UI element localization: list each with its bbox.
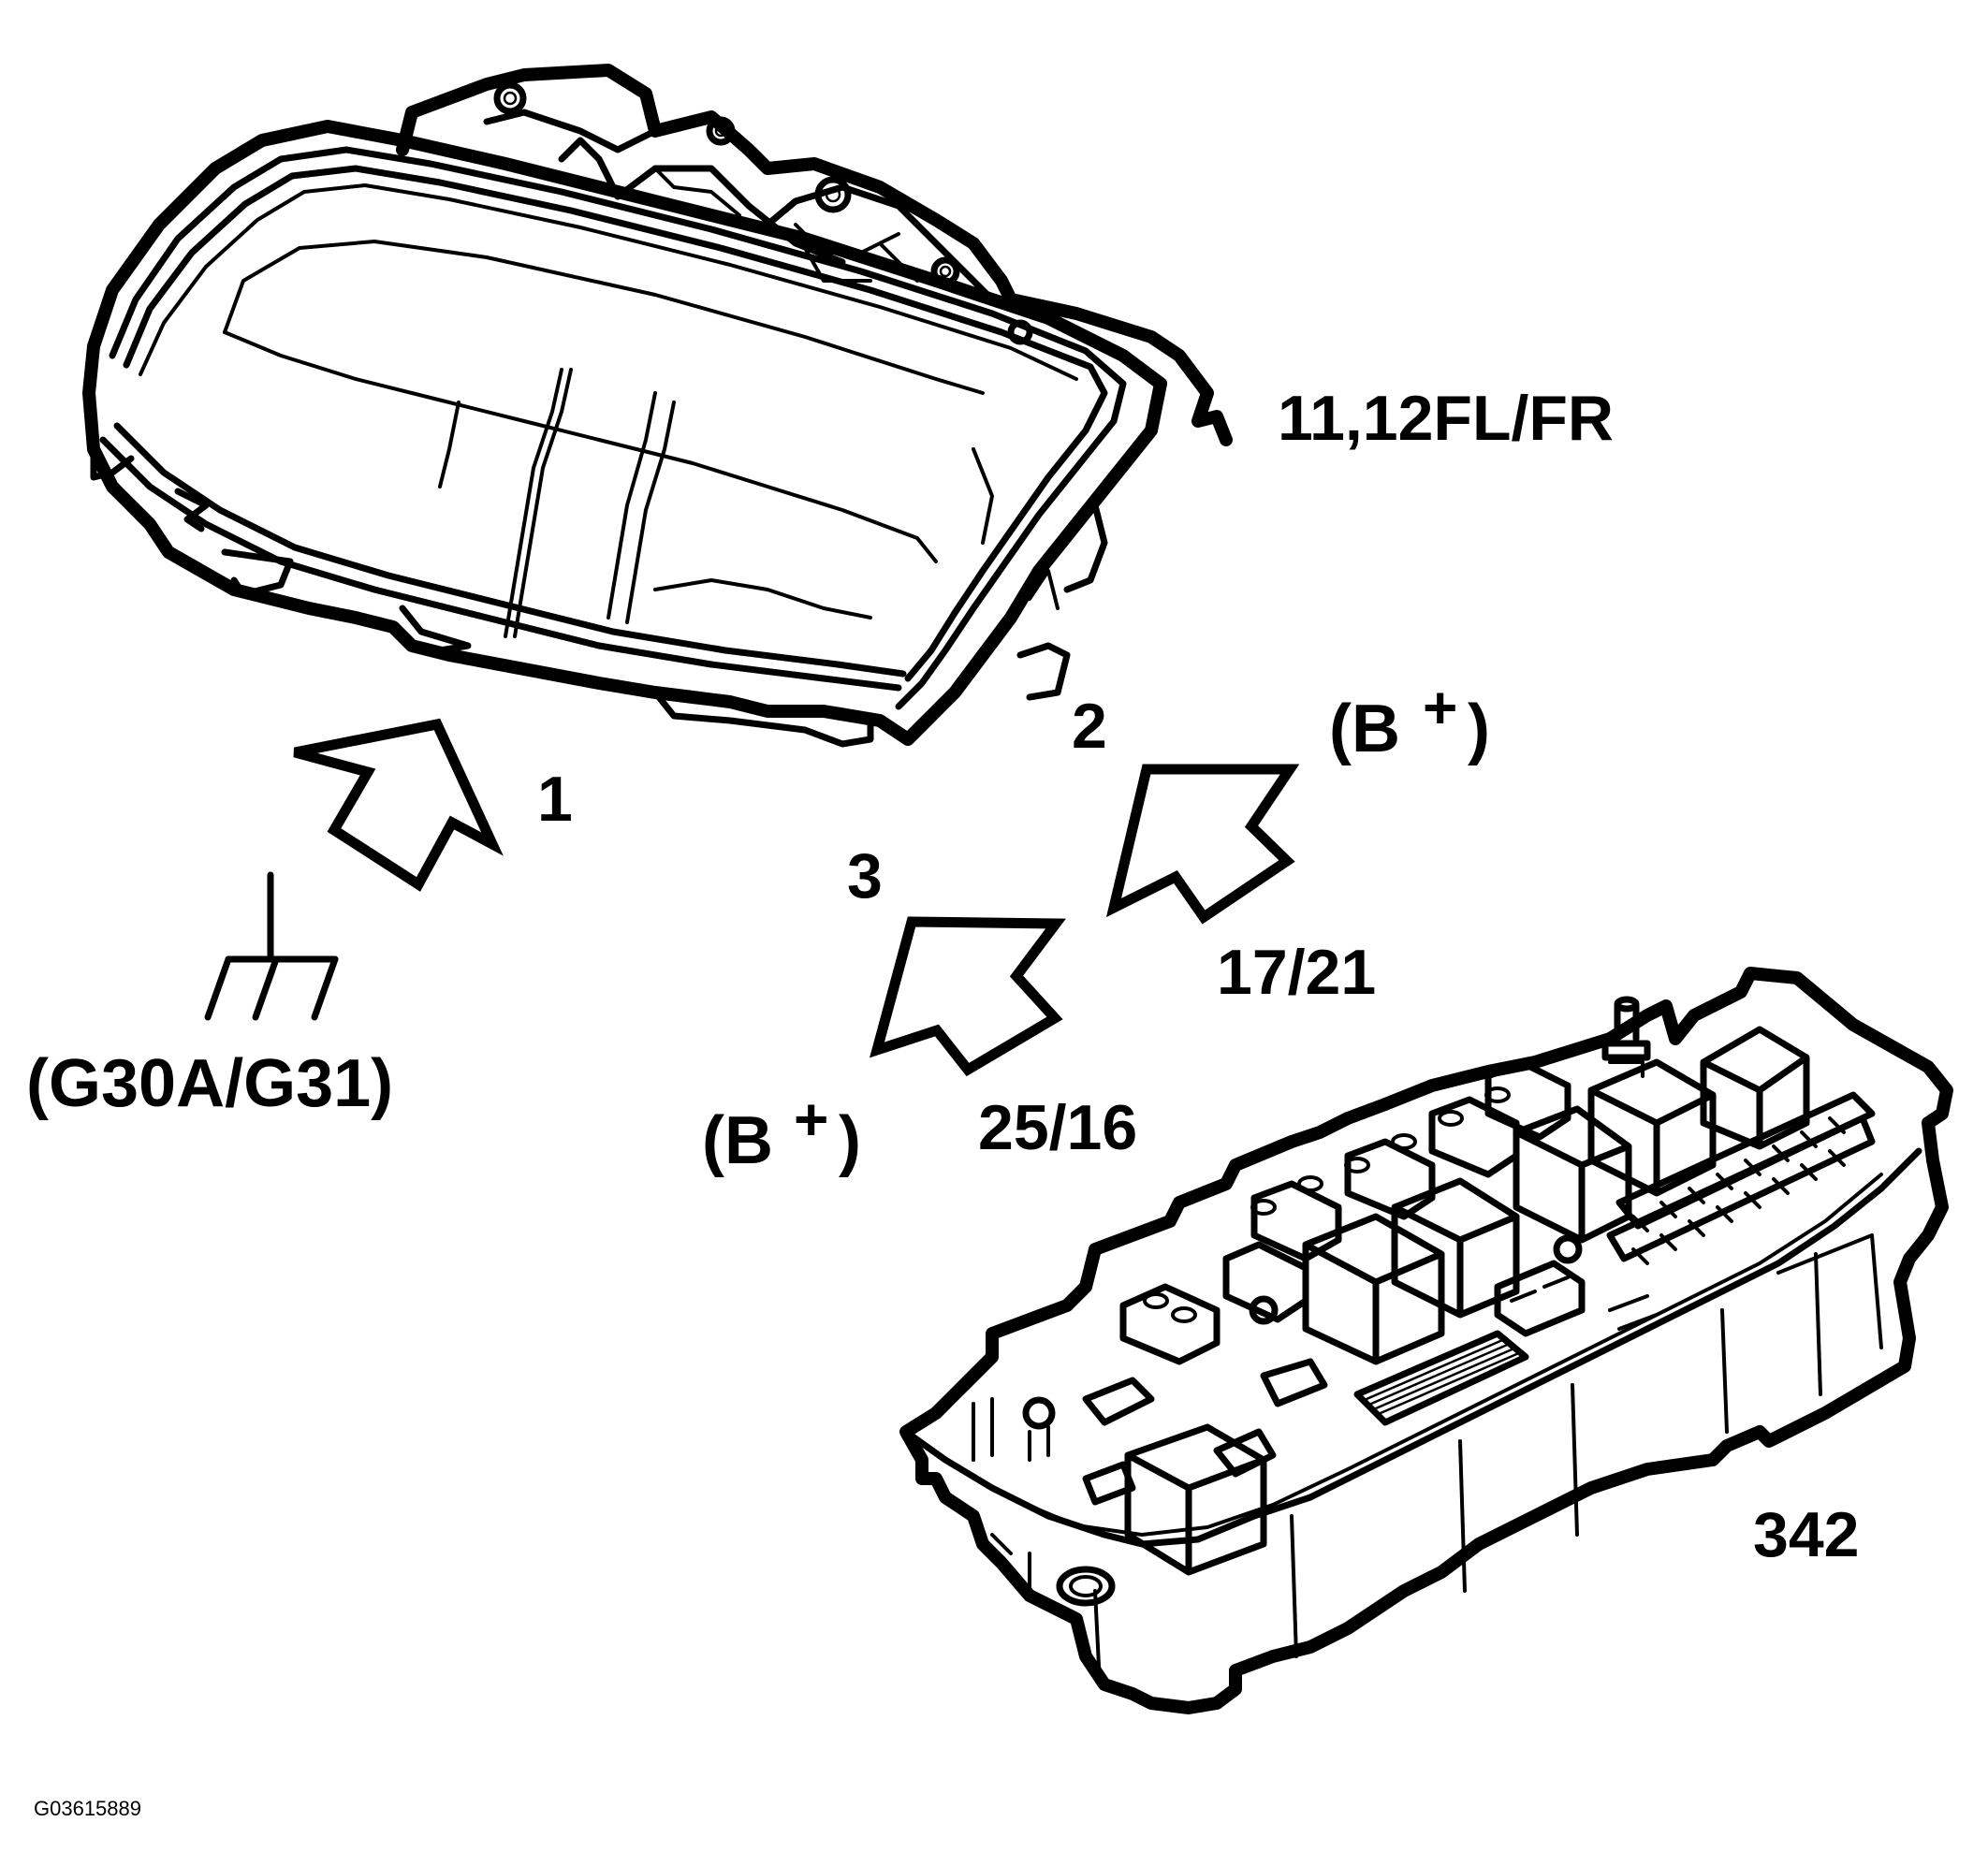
fusebox-reference-label: 342 (1753, 1499, 1859, 1570)
bplus-upper-b: (B (1329, 692, 1400, 766)
battery-positive-label-lower: (B (702, 1103, 773, 1178)
bplus-lower-b: (B (702, 1103, 773, 1178)
bplus-upper-plus: + (1423, 674, 1457, 741)
arrow-1-icon (293, 718, 504, 892)
headlamp-illustration (82, 64, 1233, 748)
bplus-upper-close: ) (1468, 692, 1490, 766)
fuse-25-16-label: 25/16 (978, 1092, 1137, 1163)
arrow-3-icon (870, 916, 1066, 1077)
arrow-2-icon (1105, 764, 1300, 925)
arrow-2-label: 2 (1072, 691, 1107, 762)
arrow-3-label: 3 (847, 840, 883, 911)
battery-positive-label-upper: (B (1329, 692, 1400, 766)
bplus-lower-close: ) (839, 1103, 861, 1178)
fuse-relay-box-illustration (899, 967, 1953, 1714)
ground-icon (204, 871, 339, 1021)
fuse-17-21-label: 17/21 (1217, 937, 1376, 1008)
bplus-lower-plus: + (794, 1086, 828, 1153)
arrow-1-label: 1 (537, 764, 573, 835)
headlamp-reference-label: 11,12FL/FR (1278, 383, 1614, 454)
ground-reference-label: (G30A/G31) (26, 1046, 393, 1121)
figure-code: G03615889 (34, 1797, 141, 1820)
